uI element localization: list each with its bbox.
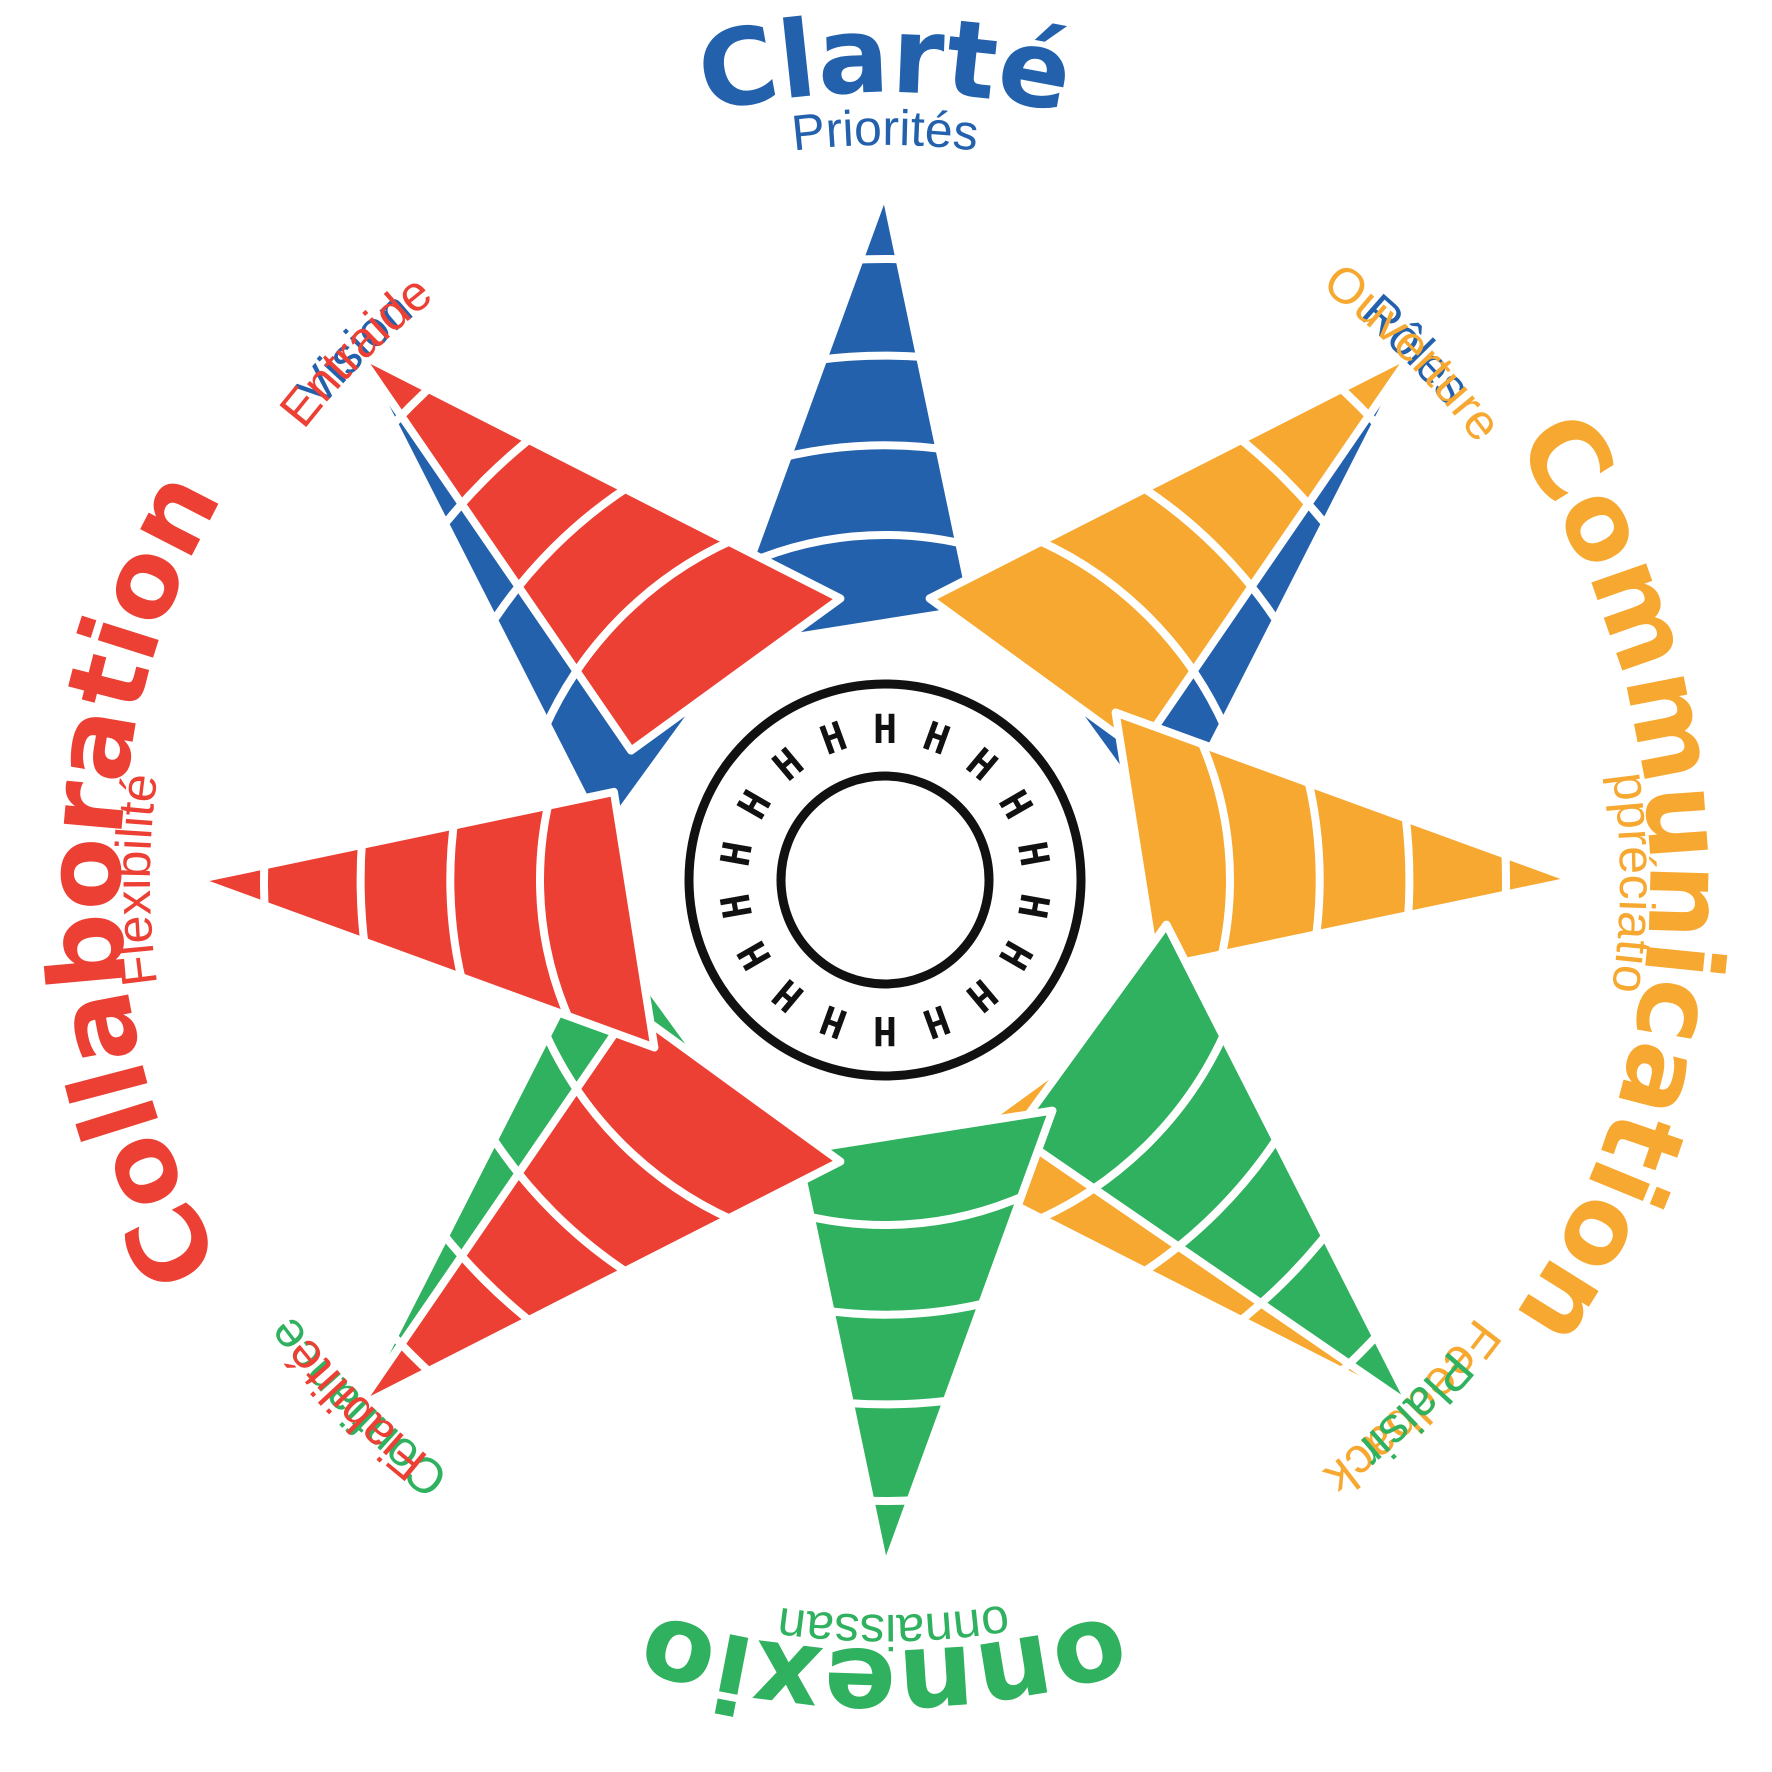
ray-collaboration-2 xyxy=(191,787,659,1052)
item-label-clarte-2: Priorités xyxy=(789,100,981,162)
ray-communication-2 xyxy=(1111,708,1579,973)
ray-collaboration-3 xyxy=(354,349,845,755)
compass-rays xyxy=(191,186,1579,1574)
ray-connexion-1 xyxy=(1010,920,1416,1411)
hub-letter: H xyxy=(873,707,897,753)
hub-letter: H xyxy=(873,1007,897,1053)
ray-communication-1 xyxy=(925,349,1416,755)
hub-inner-ring xyxy=(776,771,994,989)
ray-connexion-2 xyxy=(792,1106,1057,1574)
item-label-collaboration-2: Flexibilité xyxy=(105,771,168,990)
ray-collaboration-1 xyxy=(354,1005,845,1411)
ray-clarte-2 xyxy=(713,186,978,654)
category-label-clarte: Clarté xyxy=(689,0,1082,136)
